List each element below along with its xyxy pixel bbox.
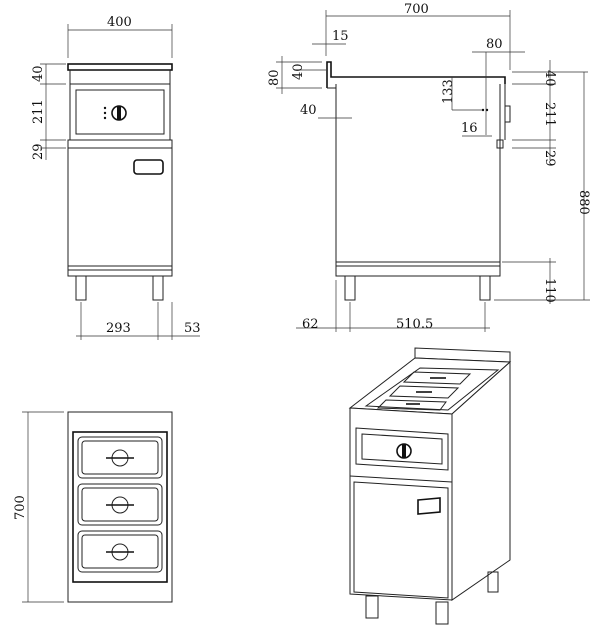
dim-backsplash-height: 80 (267, 69, 282, 86)
dim-foot-offset: 53 (184, 321, 201, 336)
dim-total-height: 880 (576, 190, 591, 215)
dim-rail: 16 (461, 121, 478, 136)
iso-door-handle (417, 497, 441, 515)
dim-plan-depth: 700 (13, 495, 28, 520)
plan-view: 700 (13, 411, 173, 603)
dim-width: 400 (107, 15, 132, 30)
isometric-view (348, 347, 512, 625)
dim-top-right: 40 (542, 70, 557, 87)
dim-side-panel: 211 (542, 102, 557, 127)
gastronorm-pan (77, 530, 163, 573)
dim-back-offset: 40 (300, 103, 317, 118)
dim-rear-foot-offset: 62 (302, 317, 319, 332)
dim-panel: 211 (31, 99, 46, 124)
front-view: 400 40 211 29 293 53 (31, 15, 201, 340)
door-handle (133, 159, 164, 175)
dim-backsplash-thickness: 15 (332, 29, 349, 44)
dim-foot-span: 510.5 (396, 317, 433, 332)
knob-icon (103, 105, 127, 121)
dim-backsplash-inner: 40 (291, 63, 306, 80)
dim-side-gap: 29 (542, 150, 557, 167)
gastronorm-pan (77, 483, 163, 526)
dim-leg-height: 110 (542, 278, 557, 303)
side-view: 700 15 80 80 40 40 133 16 40 211 29 880 … (267, 2, 591, 332)
dim-front-lip: 80 (486, 37, 503, 52)
dim-depth: 700 (404, 2, 429, 17)
dim-pan-depth: 133 (441, 79, 456, 104)
gastronorm-pan (77, 436, 163, 479)
dim-top: 40 (31, 65, 46, 82)
dim-gap: 29 (31, 143, 46, 160)
dim-foot-span: 293 (106, 321, 131, 336)
iso-knob-icon (396, 443, 412, 459)
